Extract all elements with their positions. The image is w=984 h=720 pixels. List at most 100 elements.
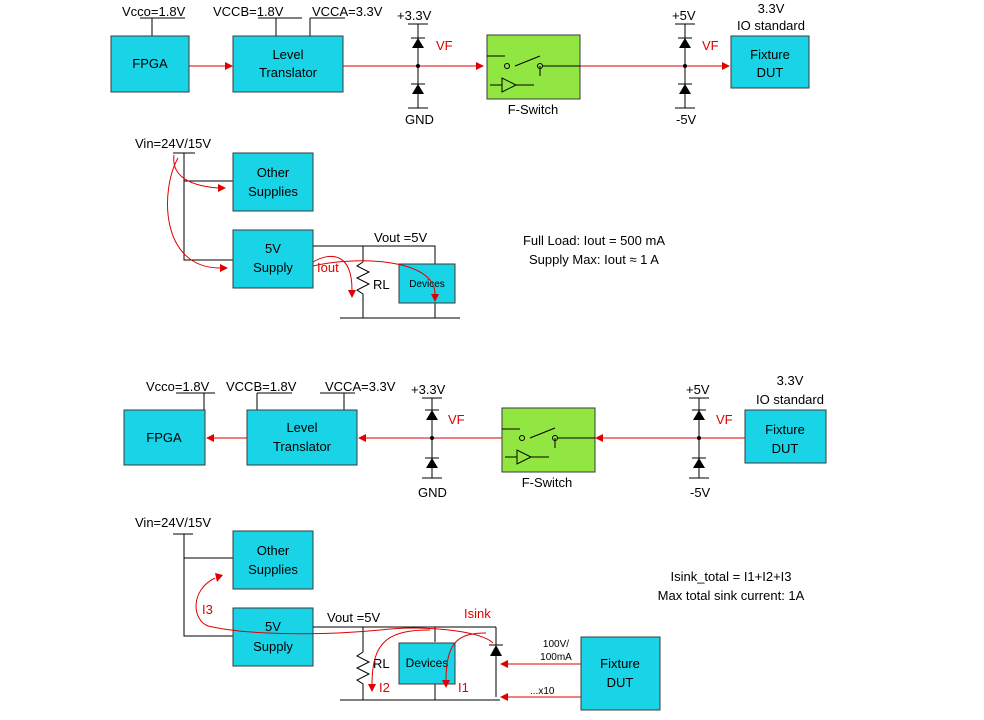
i3-label: I3 <box>202 602 213 617</box>
fpga-block <box>123 409 206 466</box>
x10-label: ...x10 <box>530 686 555 697</box>
junction-dot <box>697 436 701 440</box>
fixture-dut-label-1: Fixture <box>600 656 640 671</box>
vin-wire <box>173 152 233 261</box>
switch-contact <box>537 63 543 69</box>
level-translator-label-2: Translator <box>273 439 332 454</box>
current-path-i2 <box>371 629 431 685</box>
other-supplies-label-1: Other <box>257 165 290 180</box>
current-path <box>173 154 219 189</box>
vf-label: VF <box>716 412 733 427</box>
max-sink-note: Max total sink current: 1A <box>658 588 805 603</box>
level-translator-block <box>232 35 344 93</box>
supply-max-note: Supply Max: Iout ≈ 1 A <box>529 252 659 267</box>
level-translator-label-1: Level <box>286 420 317 435</box>
level-translator-label-1: Level <box>272 47 303 62</box>
devices-block <box>398 263 456 304</box>
diode-icon <box>679 84 691 94</box>
diode-icon <box>693 458 705 468</box>
bottom-supply-section: Vin=24V/15V Other Supplies 5V Supply Vou… <box>135 515 805 711</box>
fixture-dut-block <box>580 636 661 711</box>
supply-label-2: Supply <box>253 260 293 275</box>
arrow-left-icon <box>595 434 603 442</box>
vcca-label: VCCA=3.3V <box>325 379 396 394</box>
p5-label: +5V <box>686 382 710 397</box>
i2-label: I2 <box>379 680 390 695</box>
five-volt-supply-block <box>232 607 314 667</box>
arrow-down-icon <box>442 680 450 688</box>
diode-icon <box>679 38 691 48</box>
top-supply-section: Vin=24V/15V Other Supplies 5V Supply Vou… <box>135 136 665 319</box>
arrow-left-icon <box>500 693 508 701</box>
rl-label: RL <box>373 656 390 671</box>
switch-icon <box>487 55 580 76</box>
other-supplies-label-2: Supplies <box>248 184 298 199</box>
vout-label: Vout =5V <box>374 230 427 245</box>
diode-rating-label-2: 100mA <box>540 652 572 663</box>
output-wire <box>313 245 460 319</box>
vccb-label: VCCB=1.8V <box>226 379 297 394</box>
resistor-rl-icon <box>355 651 371 688</box>
vin-label: Vin=24V/15V <box>135 136 211 151</box>
vout-label: Vout =5V <box>327 610 380 625</box>
arrow-right-icon <box>722 62 730 70</box>
supply-label-2: Supply <box>253 639 293 654</box>
p33-label: +3.3V <box>397 8 432 23</box>
level-translator-block <box>246 409 358 466</box>
bottom-signal-path: Vcco=1.8V VCCB=1.8V VCCA=3.3V FPGA Level… <box>123 373 827 500</box>
io-standard-label-2: IO standard <box>756 392 824 407</box>
switch-contact <box>519 435 525 441</box>
f-switch-block <box>501 407 596 473</box>
vin-label: Vin=24V/15V <box>135 515 211 530</box>
supply-label-1: 5V <box>265 619 281 634</box>
switch-contact <box>552 435 558 441</box>
vin-wire <box>173 533 233 637</box>
fixture-dut-label-2: DUT <box>757 65 784 80</box>
io-standard-label-1: 3.3V <box>777 373 804 388</box>
fixture-dut-block <box>744 409 827 464</box>
devices-label: Devices <box>409 279 445 290</box>
vcco-pin <box>140 17 185 36</box>
fixture-dut-label-2: DUT <box>772 441 799 456</box>
vcca-pin <box>320 392 355 410</box>
diode-icon <box>693 410 705 420</box>
diode-icon <box>426 410 438 420</box>
vcca-pin <box>309 17 345 36</box>
output-wire <box>313 626 500 701</box>
vf-label: VF <box>702 38 719 53</box>
f-switch-block <box>486 34 581 100</box>
diode-icon <box>426 458 438 468</box>
arrow-right-icon <box>225 62 233 70</box>
arrow-right-icon <box>218 184 226 192</box>
top-signal-path: Vcco=1.8V VCCB=1.8V VCCA=3.3V FPGA Level… <box>110 1 810 127</box>
arrow-left-icon <box>206 434 214 442</box>
isink-label: Isink <box>464 606 491 621</box>
full-load-note: Full Load: Iout = 500 mA <box>523 233 665 248</box>
fixture-dut-label-1: Fixture <box>750 47 790 62</box>
arrow-right-icon <box>215 573 223 582</box>
arrow-down-icon <box>431 294 439 302</box>
resistor-rl-icon <box>355 261 371 298</box>
f-switch-label: F-Switch <box>522 475 573 490</box>
vcco-pin <box>176 392 215 410</box>
arrow-left-icon <box>358 434 366 442</box>
five-volt-supply-block <box>232 229 314 289</box>
junction-dot <box>683 64 687 68</box>
p33-label: +3.3V <box>411 382 446 397</box>
isink-total-note: Isink_total = I1+I2+I3 <box>670 569 791 584</box>
p5-label: +5V <box>672 8 696 23</box>
fixture-dut-label-2: DUT <box>607 675 634 690</box>
vf-label: VF <box>436 38 453 53</box>
gnd-label: GND <box>405 112 434 127</box>
switch-icon <box>502 427 595 448</box>
vcca-label: VCCA=3.3V <box>312 4 383 19</box>
junction-dot <box>416 64 420 68</box>
fixture-dut-label-1: Fixture <box>765 422 805 437</box>
switch-contact <box>504 63 510 69</box>
arrow-down-icon <box>348 290 356 298</box>
other-supplies-label-2: Supplies <box>248 562 298 577</box>
vcco-label: Vcco=1.8V <box>146 379 210 394</box>
vccb-pin <box>256 392 292 410</box>
current-path-i1 <box>445 632 487 681</box>
